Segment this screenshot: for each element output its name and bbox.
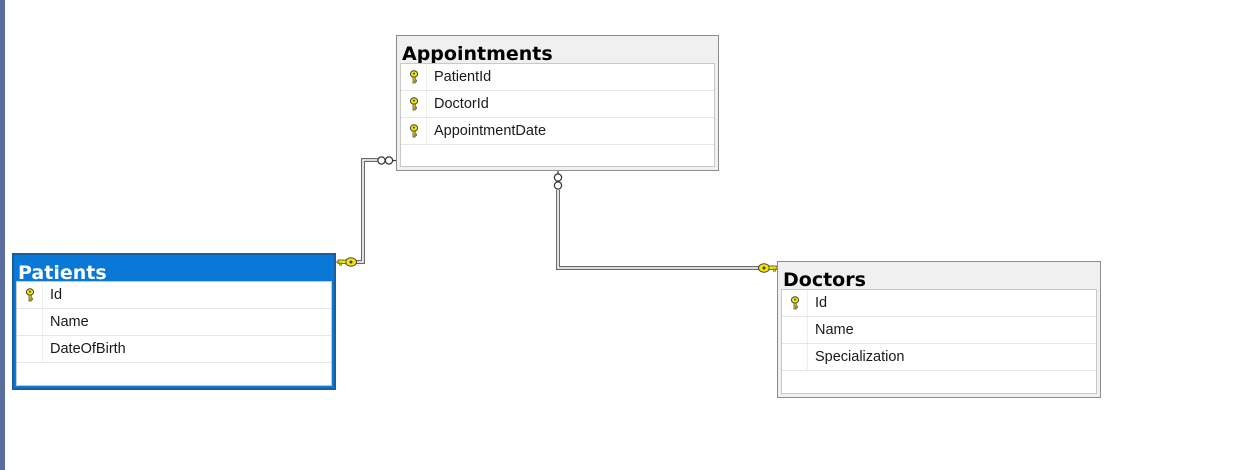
- column-name: Specialization: [815, 349, 905, 365]
- column-name: Id: [815, 295, 828, 311]
- column-name: Name: [50, 314, 89, 330]
- key-icon: [25, 288, 35, 302]
- key-icon: [336, 257, 357, 267]
- column-row[interactable]: DateOfBirth: [17, 336, 331, 363]
- column-list: PatientId DoctorId: [400, 63, 715, 167]
- relationship-doctors-appointments[interactable]: [553, 171, 779, 273]
- table-doctors[interactable]: Doctors Id Name Specializa: [777, 261, 1101, 398]
- column-name: Id: [50, 287, 63, 303]
- table-appointments[interactable]: Appointments PatientId: [396, 35, 719, 171]
- table-title: Patients: [18, 262, 107, 284]
- primary-key-cell: [782, 290, 808, 316]
- column-row[interactable]: DoctorId: [401, 91, 714, 118]
- relationship-patients-appointments[interactable]: [336, 156, 396, 267]
- column-list: Id Name Specialization: [781, 289, 1097, 394]
- table-title: Appointments: [402, 43, 553, 65]
- column-cell: [782, 344, 808, 370]
- table-title: Doctors: [783, 269, 866, 291]
- column-name: Name: [815, 322, 854, 338]
- column-row[interactable]: PatientId: [401, 64, 714, 91]
- table-patients[interactable]: Patients Id Name DateOfBir: [12, 253, 336, 390]
- primary-key-cell: [401, 118, 427, 144]
- canvas-left-border: [0, 0, 5, 470]
- column-cell: [782, 317, 808, 343]
- column-list: Id Name DateOfBirth: [16, 281, 332, 386]
- primary-key-cell: [17, 282, 43, 308]
- column-name: AppointmentDate: [434, 123, 547, 139]
- column-name: PatientId: [434, 69, 492, 85]
- column-row[interactable]: AppointmentDate: [401, 118, 714, 145]
- column-row[interactable]: Id: [782, 290, 1096, 317]
- column-name: DateOfBirth: [50, 341, 126, 357]
- column-row[interactable]: Name: [17, 309, 331, 336]
- column-row[interactable]: Id: [17, 282, 331, 309]
- key-icon: [409, 124, 419, 138]
- key-icon: [409, 70, 419, 84]
- key-icon: [758, 263, 779, 273]
- column-cell: [17, 336, 43, 362]
- column-cell: [17, 309, 43, 335]
- column-row[interactable]: Specialization: [782, 344, 1096, 371]
- infinity-icon: [377, 156, 396, 165]
- key-icon: [409, 97, 419, 111]
- primary-key-cell: [401, 64, 427, 90]
- column-name: DoctorId: [434, 96, 489, 112]
- primary-key-cell: [401, 91, 427, 117]
- infinity-icon: [553, 171, 563, 190]
- key-icon: [790, 296, 800, 310]
- column-row[interactable]: Name: [782, 317, 1096, 344]
